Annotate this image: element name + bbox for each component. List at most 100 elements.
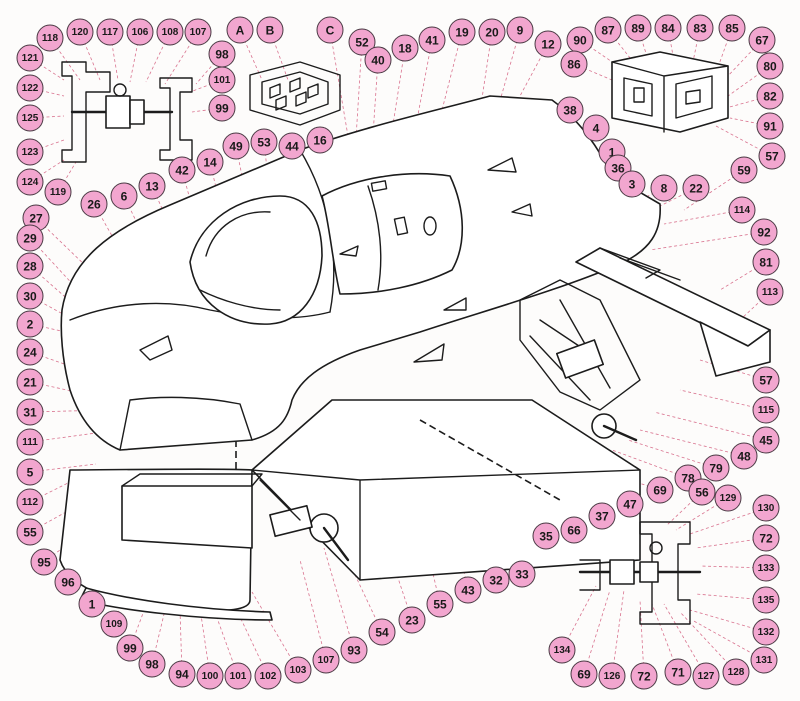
callout-number: 112 <box>22 497 39 508</box>
callout-number: 59 <box>737 164 751 178</box>
callout-90: 90 <box>566 26 594 54</box>
callout-circle <box>16 44 44 72</box>
callout-circle <box>196 662 224 690</box>
callout-54: 54 <box>368 618 396 646</box>
callout-circle <box>748 26 776 54</box>
callout-circle <box>664 658 692 686</box>
leader-line <box>627 439 717 469</box>
callout-4: 4 <box>582 114 610 142</box>
callout-30: 30 <box>16 282 44 310</box>
callout-84: 84 <box>654 14 682 42</box>
callout-circle <box>624 14 652 42</box>
callout-circle <box>752 554 780 582</box>
callout-number: 13 <box>145 180 159 194</box>
callout-number: 48 <box>737 450 751 464</box>
callout-circle <box>758 142 786 170</box>
callout-circle <box>728 196 756 224</box>
callout-31: 31 <box>16 398 44 426</box>
main-car-body <box>59 95 771 621</box>
callout-number: 135 <box>758 595 775 606</box>
callout-circle <box>752 494 780 522</box>
callout-circle <box>16 458 44 486</box>
callout-circle <box>630 662 658 690</box>
callout-number: 98 <box>215 48 229 62</box>
callout-95: 95 <box>30 548 58 576</box>
callout-55: 55 <box>16 518 44 546</box>
leader-line <box>719 261 767 291</box>
callout-48: 48 <box>730 442 758 470</box>
callout-number: 125 <box>22 113 39 124</box>
callout-circle <box>138 172 166 200</box>
callout-circle <box>36 24 64 52</box>
callout-number: A <box>236 24 245 38</box>
callout-118: 118 <box>36 24 64 52</box>
callout-8: 8 <box>650 174 678 202</box>
callout-number: 90 <box>573 34 587 48</box>
callout-number: 131 <box>756 655 773 666</box>
callout-number: 52 <box>355 36 369 50</box>
callout-96: 96 <box>54 568 82 596</box>
callout-circle <box>756 52 784 80</box>
callout-circle <box>722 658 750 686</box>
callout-42: 42 <box>168 156 196 184</box>
callout-number: 40 <box>371 54 385 68</box>
callout-87: 87 <box>594 16 622 44</box>
callout-40: 40 <box>364 46 392 74</box>
callout-131: 131 <box>750 646 778 674</box>
callout-circle <box>756 278 784 306</box>
callout-69: 69 <box>570 660 598 688</box>
callout-circle <box>16 168 44 196</box>
callout-number: 126 <box>604 671 621 682</box>
callout-number: 56 <box>695 486 709 500</box>
callout-number: 117 <box>102 27 119 38</box>
callout-number: 115 <box>758 405 775 416</box>
callout-number: 37 <box>595 510 609 524</box>
callout-number: 67 <box>755 34 769 48</box>
callout-85: 85 <box>718 14 746 42</box>
callout-circle <box>548 636 576 664</box>
callout-number: 127 <box>698 671 715 682</box>
leader-line <box>323 547 355 651</box>
callout-number: 22 <box>689 182 703 196</box>
callout-number: 120 <box>72 27 89 38</box>
callout-number: 71 <box>671 666 685 680</box>
callout-circle <box>284 656 312 684</box>
callout-57: 57 <box>752 366 780 394</box>
callout-circle <box>534 30 562 58</box>
callout-number: 27 <box>29 212 43 226</box>
callout-number: 108 <box>162 27 179 38</box>
callout-number: 45 <box>759 434 773 448</box>
callout-circle <box>508 560 536 588</box>
callout-82: 82 <box>756 82 784 110</box>
callout-circle <box>96 18 124 46</box>
callout-number: 53 <box>257 136 271 150</box>
callout-circle <box>752 586 780 614</box>
callout-circle <box>714 484 742 512</box>
callout-113: 113 <box>756 278 784 306</box>
callout-26: 26 <box>80 190 108 218</box>
callout-number: 29 <box>23 232 37 246</box>
callout-119: 119 <box>44 178 72 206</box>
callout-133: 133 <box>752 554 780 582</box>
callout-circle <box>588 502 616 530</box>
leader-line <box>611 589 625 677</box>
callout-number: 101 <box>230 671 247 682</box>
callout-71: 71 <box>664 658 692 686</box>
callout-number: 84 <box>661 22 675 36</box>
leader-line <box>251 591 299 671</box>
leader-line <box>145 31 171 83</box>
callout-number: 47 <box>623 498 637 512</box>
callout-circle <box>718 14 746 42</box>
callout-circle <box>16 368 44 396</box>
callout-number: 19 <box>455 26 469 40</box>
callout-B: B <box>256 16 284 44</box>
callout-99: 99 <box>208 94 236 122</box>
callout-number: 35 <box>539 530 553 544</box>
callout-circle <box>364 46 392 74</box>
callout-55: 55 <box>426 590 454 618</box>
callout-number: 118 <box>42 33 59 44</box>
callout-circle <box>686 14 714 42</box>
callout-86: 86 <box>560 50 588 78</box>
callout-circle <box>752 396 780 424</box>
